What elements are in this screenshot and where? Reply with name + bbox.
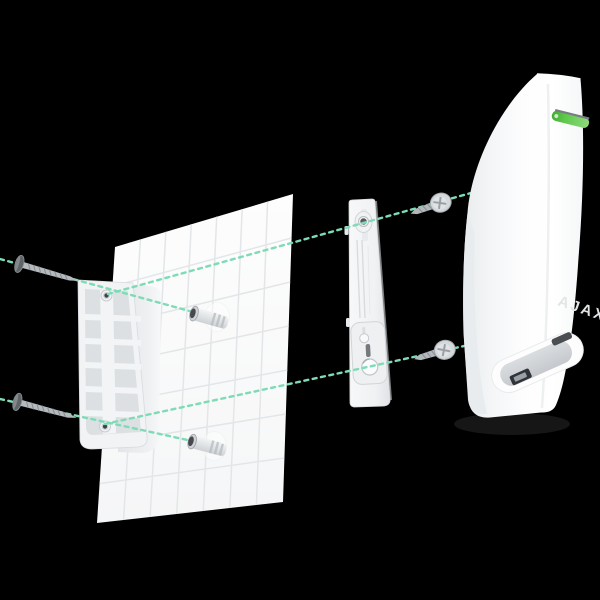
wall-grout-line	[112, 237, 292, 288]
device-top-highlight	[536, 73, 581, 80]
wall-screw-bottom	[12, 392, 77, 418]
wall-screw-top	[14, 255, 79, 281]
phillips-cross-icon	[433, 196, 447, 210]
phillips-cross-icon	[437, 344, 451, 357]
smartbracket-edge	[375, 200, 392, 401]
wall-anchor-top	[189, 302, 230, 332]
guide-line-top-long	[106, 191, 473, 296]
device-left-shade	[463, 213, 487, 414]
wall-grout-line	[175, 224, 193, 515]
led-gleam	[554, 114, 559, 119]
corner-bracket-spine	[100, 290, 116, 434]
wall-grout-line	[229, 209, 243, 509]
wall-grout-line	[202, 216, 218, 512]
smartbracket-keyhole	[359, 333, 370, 344]
smartbracket-slot	[365, 344, 371, 358]
smartbracket-bottom-inset	[350, 321, 388, 385]
smartbracket-cable-channel	[356, 239, 371, 319]
device-led	[551, 109, 590, 128]
sensor-slot	[551, 332, 573, 346]
corner-bracket-screw-hole-top	[100, 289, 113, 302]
corner-bracket-ribs	[85, 314, 142, 418]
device-body	[463, 74, 584, 418]
device-sensor-window	[491, 332, 584, 394]
bracket-screw-top	[410, 192, 452, 215]
guide-line-bottom-long	[103, 341, 480, 426]
corner-mount-bracket	[77, 279, 161, 453]
device-shadow	[454, 413, 570, 435]
guide-line-bottom-left	[0, 397, 194, 443]
wall-grout-line	[99, 457, 285, 485]
wall-anchor-bottom	[187, 431, 227, 461]
sensor-element-core	[513, 372, 527, 382]
wall-grout-line	[255, 201, 269, 506]
motion-detector-device: AJAX	[454, 73, 600, 435]
smartbracket-tab-bottom	[346, 318, 350, 327]
smartbracket-plate	[344, 198, 392, 408]
bracket-screw-bottom	[414, 339, 456, 361]
